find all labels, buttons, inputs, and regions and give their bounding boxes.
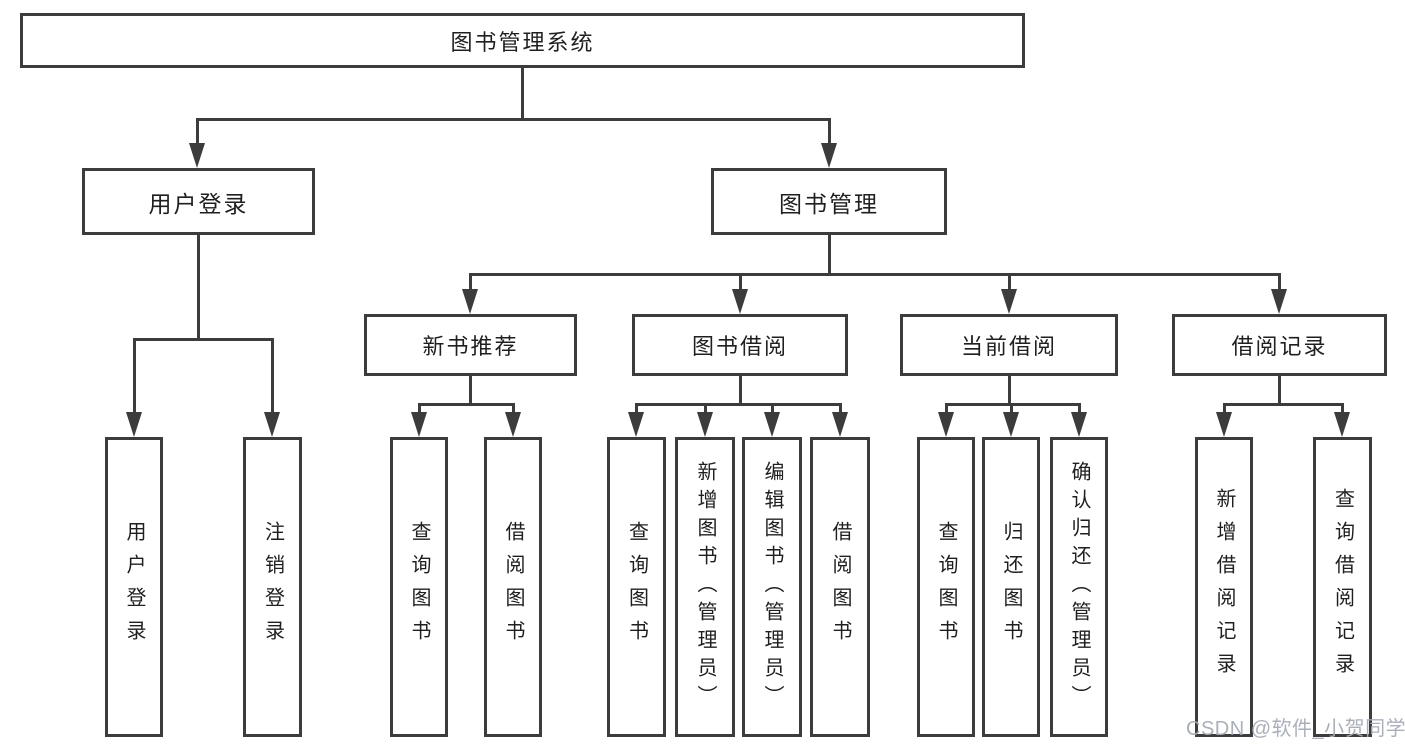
leaf-add-borrow-record: 新增借阅记录 <box>1195 437 1253 737</box>
connector-line <box>634 403 842 406</box>
leaf-borrow-book-label: 借阅图书 <box>829 521 851 653</box>
leaf-query-book-borrowing: 查询图书 <box>607 437 666 737</box>
arrowhead-down-icon <box>697 412 713 437</box>
leaf-return-book-label: 归还图书 <box>1000 521 1022 653</box>
node-library-system: 图书管理系统 <box>20 13 1025 68</box>
leaf-add-book-admin: 新增图书（管理员） <box>675 437 735 737</box>
leaf-query-book-borrowing-label: 查询图书 <box>625 521 648 653</box>
node-book-management-label: 图书管理 <box>779 190 879 217</box>
connector-line <box>703 403 707 416</box>
arrowhead-down-icon <box>462 289 478 314</box>
arrowhead-down-icon <box>1071 412 1087 437</box>
connector-line <box>838 403 842 416</box>
leaf-query-book-current-label: 查询图书 <box>935 521 957 653</box>
leaf-query-borrow-record-label: 查询借阅记录 <box>1331 488 1354 686</box>
node-borrow-records-label: 借阅记录 <box>1231 334 1328 359</box>
leaf-borrow-book: 借阅图书 <box>810 437 870 737</box>
connector-line <box>468 376 472 406</box>
arrowhead-down-icon <box>938 412 954 437</box>
node-book-borrowing-label: 图书借阅 <box>691 334 788 359</box>
leaf-query-book-current: 查询图书 <box>917 437 975 737</box>
connector-line <box>827 118 831 147</box>
arrowhead-down-icon <box>1271 289 1287 314</box>
csdn-watermark: CSDN @软件_小贺同学 <box>1186 718 1405 740</box>
connector-line <box>1340 403 1344 416</box>
connector-line <box>196 235 200 341</box>
leaf-user-login: 用户登录 <box>105 437 163 737</box>
connector-line <box>1077 403 1081 416</box>
leaf-logout-label: 注销登录 <box>261 521 284 653</box>
node-user-login-label: 用户登录 <box>148 190 249 217</box>
node-current-borrowing-label: 当前借阅 <box>960 334 1057 359</box>
arrowhead-down-icon <box>628 412 644 437</box>
connector-line <box>417 403 421 416</box>
arrowhead-down-icon <box>264 412 280 437</box>
arrowhead-down-icon <box>1216 412 1232 437</box>
connector-line <box>132 338 274 341</box>
connector-line <box>195 118 831 121</box>
connector-line <box>827 235 831 276</box>
node-new-book-recommend: 新书推荐 <box>364 314 577 376</box>
connector-line <box>132 338 136 416</box>
arrowhead-down-icon <box>189 143 205 168</box>
leaf-confirm-return-admin: 确认归还（管理员） <box>1050 437 1108 737</box>
arrowhead-down-icon <box>411 412 427 437</box>
connector-line <box>1007 376 1011 406</box>
leaf-query-book-recommend: 查询图书 <box>390 437 448 737</box>
connector-line <box>944 403 1081 406</box>
connector-line <box>270 338 274 416</box>
connector-line <box>634 403 638 416</box>
connector-line <box>1222 403 1344 406</box>
connector-line <box>468 273 472 293</box>
connector-line <box>770 403 774 416</box>
arrowhead-down-icon <box>732 289 748 314</box>
connector-line <box>520 68 524 121</box>
leaf-borrow-book-recommend-label: 借阅图书 <box>502 521 524 653</box>
leaf-user-login-label: 用户登录 <box>123 521 145 653</box>
node-borrow-records: 借阅记录 <box>1172 314 1387 376</box>
arrowhead-down-icon <box>832 412 848 437</box>
leaf-edit-book-admin-label: 编辑图书（管理员） <box>761 461 783 713</box>
node-current-borrowing: 当前借阅 <box>900 314 1118 376</box>
connector-line <box>738 376 742 406</box>
connector-line <box>944 403 948 416</box>
leaf-query-borrow-record: 查询借阅记录 <box>1313 437 1372 737</box>
arrowhead-down-icon <box>1334 412 1350 437</box>
node-new-book-recommend-label: 新书推荐 <box>422 334 519 359</box>
leaf-query-book-recommend-label: 查询图书 <box>408 521 430 653</box>
arrowhead-down-icon <box>821 143 837 168</box>
leaf-add-book-admin-label: 新增图书（管理员） <box>694 461 716 713</box>
arrowhead-down-icon <box>1001 289 1017 314</box>
arrowhead-down-icon <box>126 412 142 437</box>
connector-line <box>1009 403 1013 416</box>
leaf-confirm-return-admin-label: 确认归还（管理员） <box>1068 461 1090 713</box>
connector-line <box>1277 376 1281 406</box>
arrowhead-down-icon <box>505 412 521 437</box>
node-book-management: 图书管理 <box>711 168 947 235</box>
node-user-login: 用户登录 <box>82 168 315 235</box>
leaf-logout: 注销登录 <box>243 437 302 737</box>
connector-line <box>511 403 515 416</box>
leaf-borrow-book-recommend: 借阅图书 <box>484 437 542 737</box>
connector-line <box>468 273 1281 276</box>
node-book-borrowing: 图书借阅 <box>632 314 848 376</box>
connector-line <box>195 118 199 147</box>
leaf-add-borrow-record-label: 新增借阅记录 <box>1213 488 1235 686</box>
connector-line <box>417 403 515 406</box>
leaf-edit-book-admin: 编辑图书（管理员） <box>742 437 802 737</box>
connector-line <box>738 273 742 293</box>
arrowhead-down-icon <box>764 412 780 437</box>
leaf-return-book: 归还图书 <box>982 437 1040 737</box>
connector-line <box>1222 403 1226 416</box>
node-library-system-label: 图书管理系统 <box>450 29 595 55</box>
arrowhead-down-icon <box>1003 412 1019 437</box>
connector-line <box>1277 273 1281 293</box>
connector-line <box>1007 273 1011 293</box>
